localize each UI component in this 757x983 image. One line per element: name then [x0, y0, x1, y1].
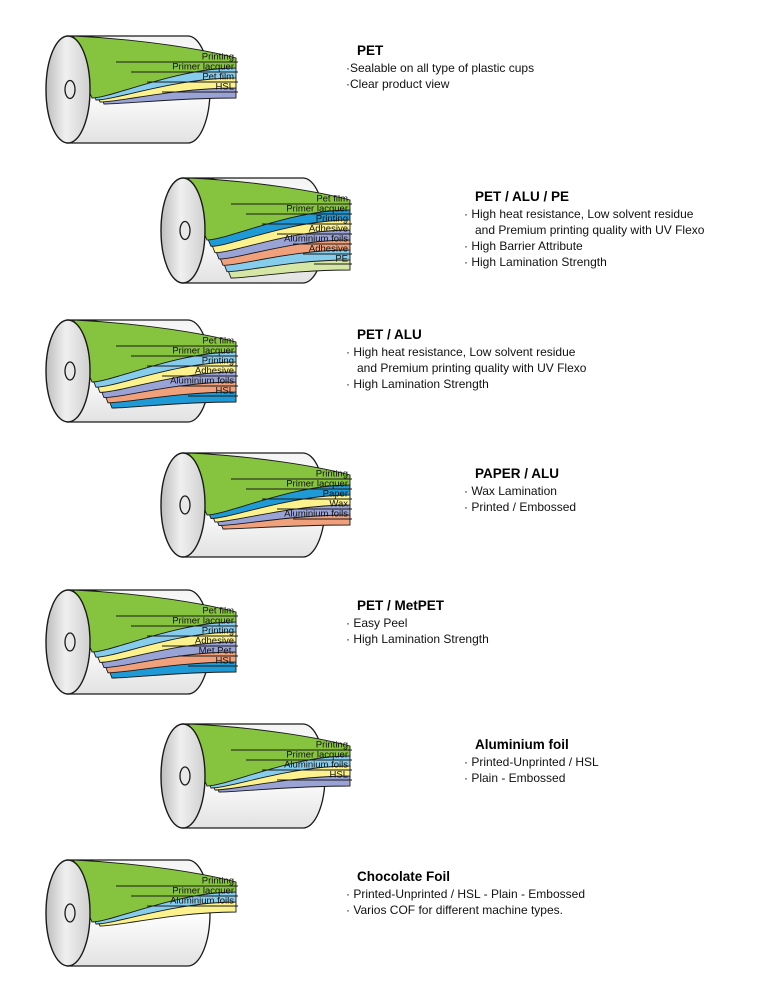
layer-label: Aluminium foils — [284, 234, 348, 245]
layer-label: Primer lacquer — [172, 62, 234, 73]
feature-bullet: · Plain - Embossed — [464, 771, 565, 785]
structure-title: PET / MetPET — [357, 598, 445, 613]
roll-core — [64, 361, 76, 381]
layer-label: Primer lacquer — [286, 204, 348, 215]
layer-label: Pet film — [202, 336, 234, 347]
layer-label: Adhesive — [309, 224, 348, 235]
layer-label: Wax — [329, 499, 348, 510]
layer-label: Aluminium foils — [170, 896, 234, 907]
structure-title: Aluminium foil — [475, 737, 569, 752]
feature-bullet: · High Lamination Strength — [346, 632, 489, 646]
structure-title: PAPER / ALU — [475, 466, 559, 481]
layer-label: Printing — [316, 469, 348, 480]
layer-label: Paper — [323, 489, 348, 500]
layer-label: Printing — [316, 214, 348, 225]
layer-label: Printing — [202, 876, 234, 887]
feature-bullet: ·Clear product view — [346, 77, 450, 91]
layer-label: Pet film — [202, 72, 234, 83]
feature-bullet: · Printed / Embossed — [464, 500, 576, 514]
layer-label: Primer lacquer — [172, 616, 234, 627]
roll-core — [64, 632, 76, 652]
layer-label: HSL — [216, 386, 234, 397]
feature-bullet: · High heat resistance, Low solvent resi… — [464, 207, 694, 221]
layer-label: Printing — [202, 356, 234, 367]
layer-label: Adhesive — [309, 244, 348, 255]
feature-bullet: ·Sealable on all type of plastic cups — [346, 61, 534, 75]
feature-bullet: · Printed-Unprinted / HSL — [464, 755, 599, 769]
feature-bullet: · High Lamination Strength — [346, 377, 489, 391]
feature-bullet: · Wax Lamination — [464, 484, 557, 498]
roll-core — [179, 766, 191, 786]
layer-label: Printing — [202, 52, 234, 63]
layer-label: Adhesive — [195, 366, 234, 377]
layer-label: Aluminium foils — [170, 376, 234, 387]
feature-bullet: · High Barrier Attribute — [464, 239, 583, 253]
roll-core — [179, 495, 191, 515]
layer-label: Adhesive — [195, 636, 234, 647]
layer-label: Primer lacquer — [286, 750, 348, 761]
structure-title: PET — [357, 43, 384, 58]
roll-core — [64, 79, 76, 100]
roll-core — [179, 220, 191, 241]
layer-label: Primer lacquer — [172, 886, 234, 897]
layer-label: Printing — [202, 626, 234, 637]
feature-bullet: · High heat resistance, Low solvent resi… — [346, 345, 576, 359]
layer-label: Met Pet. — [199, 646, 234, 657]
layer-label: Aluminium foils — [284, 760, 348, 771]
layer-label: PE — [335, 254, 348, 265]
structure-title: PET / ALU — [357, 327, 422, 342]
layer-label: Pet film — [316, 194, 348, 205]
layer-label: HSL — [216, 82, 234, 93]
layer-label: Printing — [316, 740, 348, 751]
layer-label: Primer lacquer — [286, 479, 348, 490]
feature-bullet: · Varios COF for different machine types… — [346, 903, 563, 917]
feature-bullet: · High Lamination Strength — [464, 255, 607, 269]
structure-title: Chocolate Foil — [357, 869, 450, 884]
feature-bullet: · Easy Peel — [346, 616, 407, 630]
roll-core — [64, 903, 76, 923]
layer-label: Aluminium foils — [284, 509, 348, 520]
feature-bullet: and Premium printing quality with UV Fle… — [475, 223, 705, 237]
feature-bullet: · Printed-Unprinted / HSL - Plain - Embo… — [346, 887, 585, 901]
layer-label: Pet film — [202, 606, 234, 617]
layer-label: HSL — [330, 770, 348, 781]
feature-bullet: and Premium printing quality with UV Fle… — [357, 361, 587, 375]
layer-label: Primer lacquer — [172, 346, 234, 357]
layer-label: HSL — [216, 656, 234, 667]
structure-title: PET / ALU / PE — [475, 189, 569, 204]
